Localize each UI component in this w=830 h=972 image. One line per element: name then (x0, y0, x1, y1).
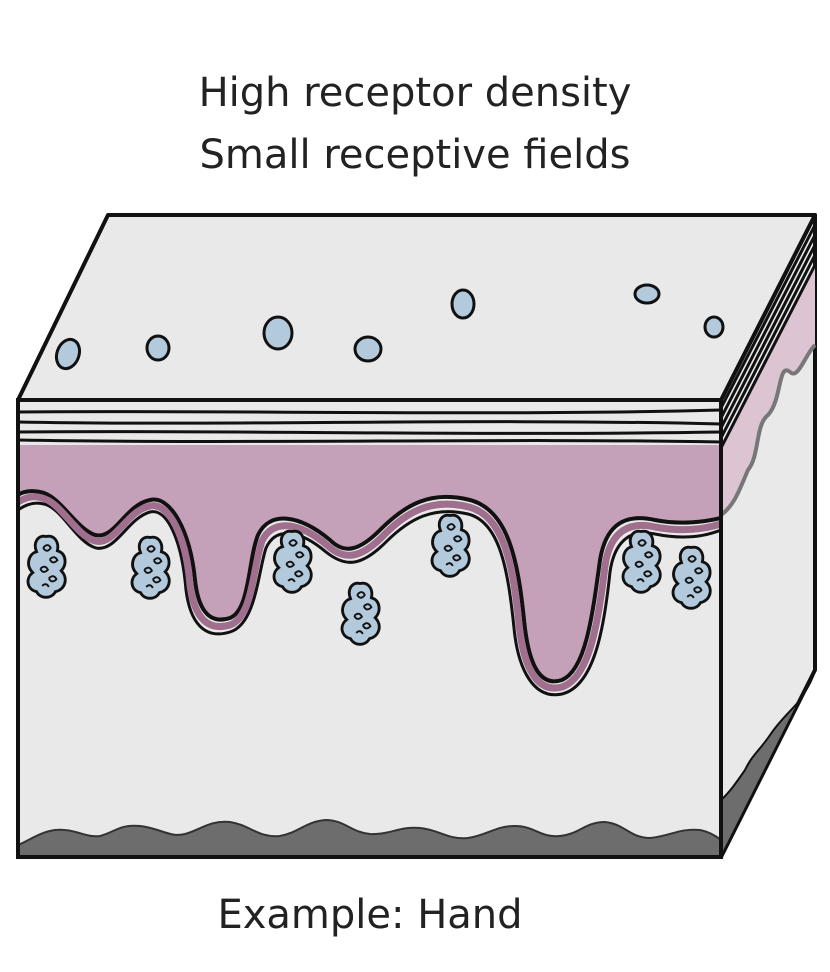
caption-example: Example: Hand (217, 892, 523, 938)
title-line-1: High receptor density (198, 70, 632, 116)
side-face (719, 213, 817, 859)
front-face (16, 398, 723, 859)
top-face (16, 213, 817, 402)
receptor-pore-dots (54, 283, 725, 371)
title-line-2: Small receptive fields (199, 132, 631, 178)
